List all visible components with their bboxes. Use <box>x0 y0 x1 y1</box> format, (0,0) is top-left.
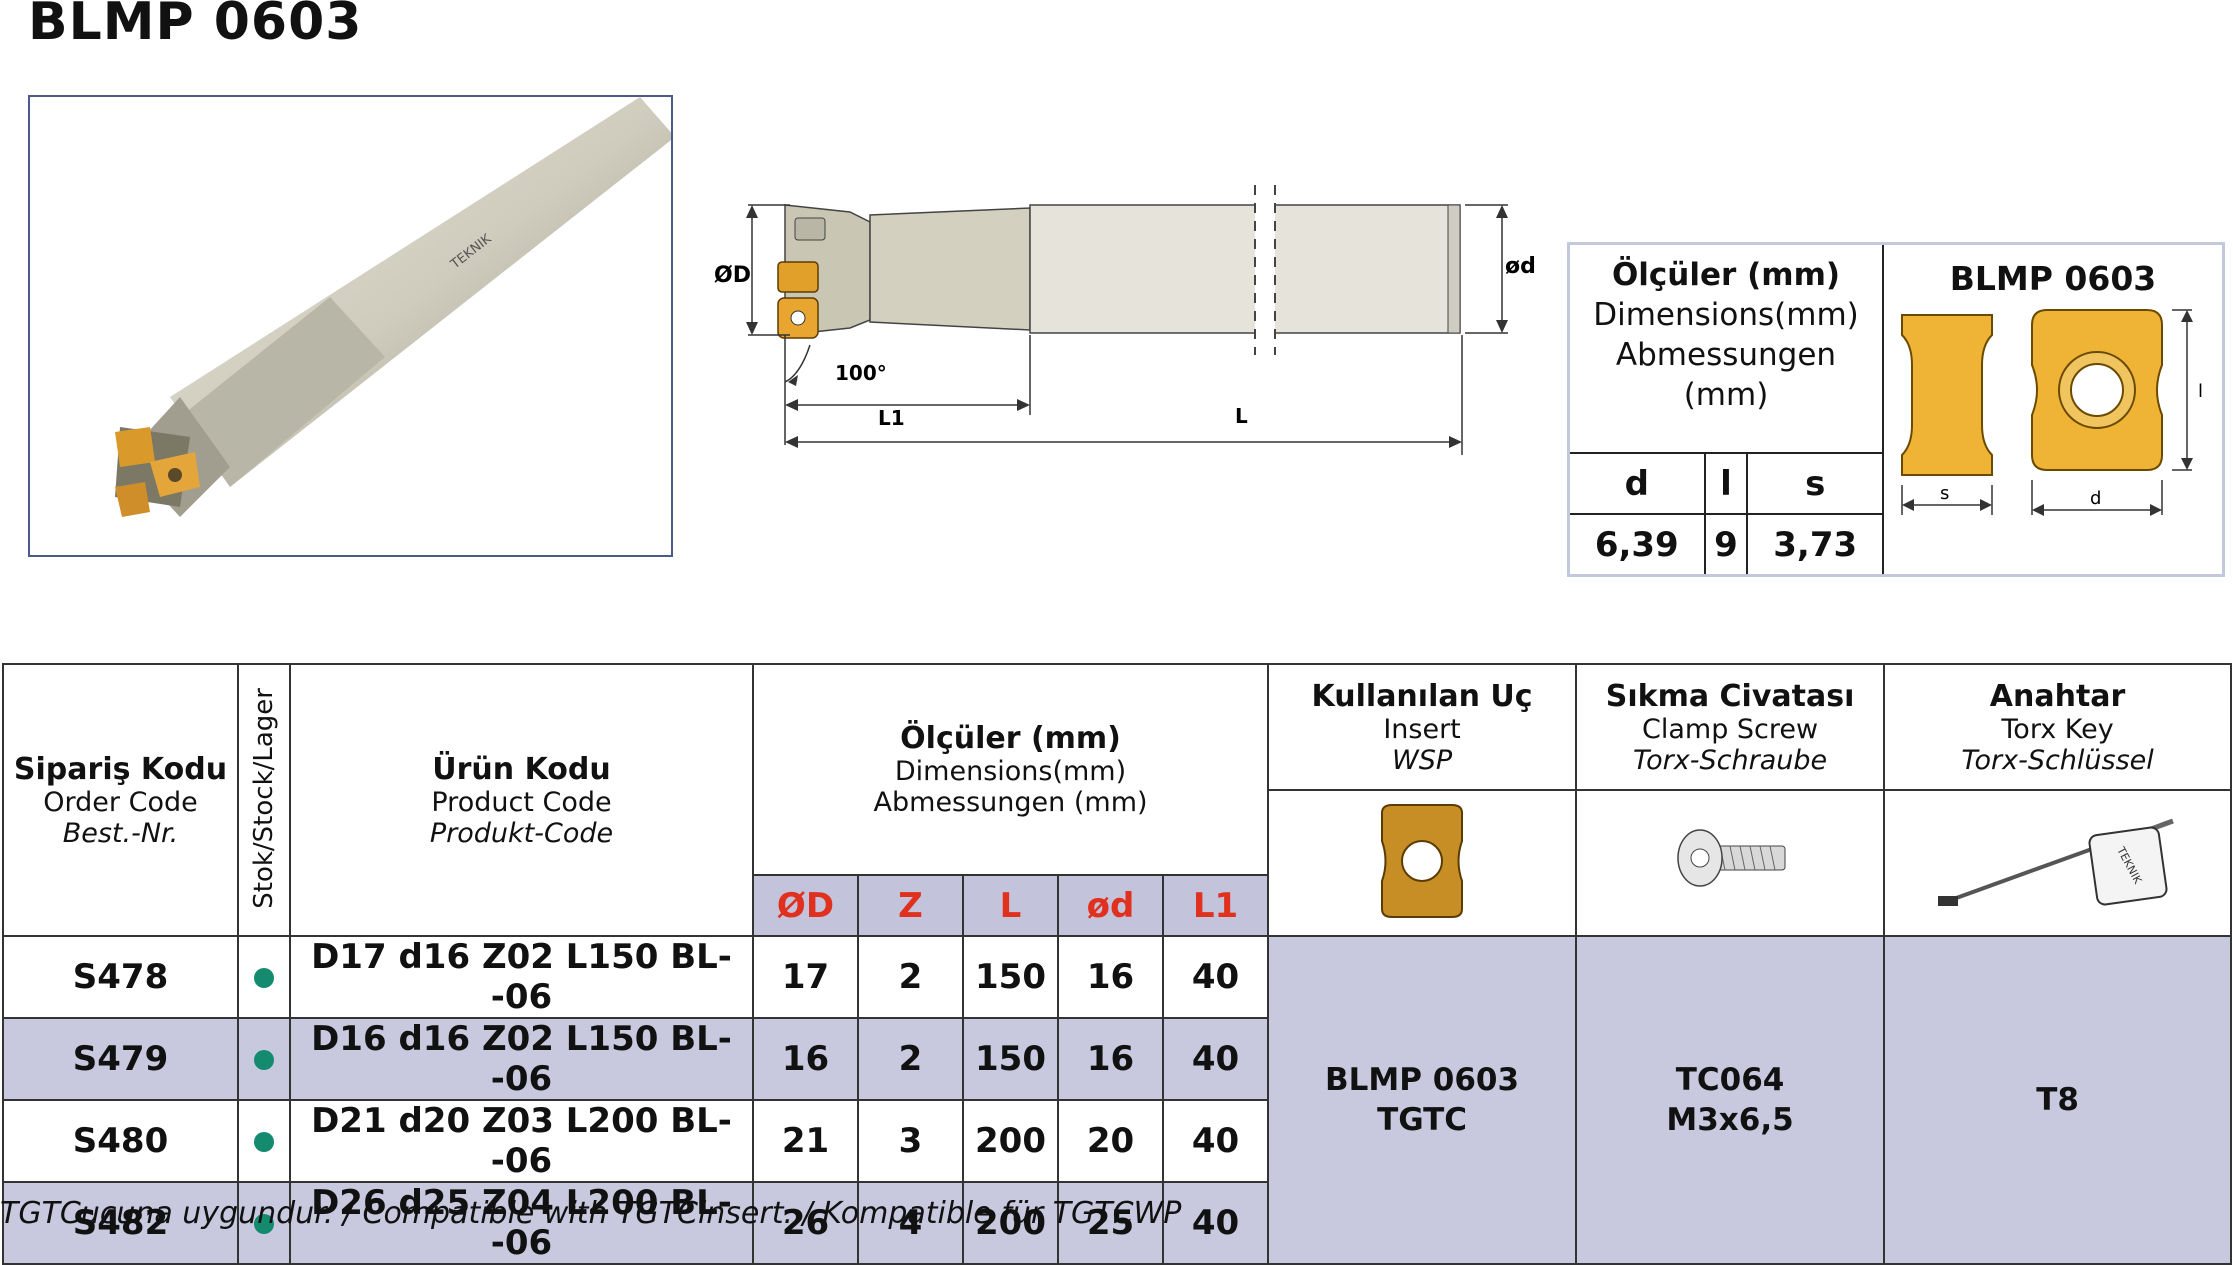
value-l1: 40 <box>1161 1099 1270 1183</box>
header-key: Anahtar Torx Key Torx-Schlüssel <box>1883 663 2233 791</box>
spec-table: d l s 6,39 9 3,73 <box>1570 451 1882 574</box>
value-diameter: 21 <box>752 1099 859 1183</box>
order-code: S480 <box>2 1099 239 1183</box>
spec-col-d: d <box>1570 451 1706 516</box>
value-diameter: 16 <box>752 1017 859 1101</box>
table-row: S480 D21 d20 Z03 L200 BL--06 21 3 200 20… <box>2 1099 2231 1183</box>
stock-dot <box>237 1099 291 1183</box>
product-photo: TEKNIK <box>28 95 673 557</box>
dim-l1-label: L1 <box>878 406 905 430</box>
spec-value-s: 3,73 <box>1746 513 1882 574</box>
col-length: L <box>962 874 1059 937</box>
stock-dot <box>237 935 291 1019</box>
insert-s-label: s <box>1940 483 1949 504</box>
dim-shank-label: ød <box>1505 254 1536 279</box>
spec-col-s: s <box>1746 451 1882 516</box>
footer-note: TGTCucuna uygundur. / Compatible with TG… <box>0 1196 1182 1231</box>
table-row: S478 D17 d16 Z02 L150 BL--06 17 2 150 16… <box>2 935 2233 1265</box>
value-z: 3 <box>857 1099 964 1183</box>
page-title: BLMP 0603 <box>28 0 363 52</box>
insert-l-label: l <box>2198 381 2203 402</box>
spec-heading-unit: (mm) <box>1683 377 1769 413</box>
value-length: 150 <box>962 935 1059 1019</box>
spec-value-l: 9 <box>1703 513 1749 574</box>
value-z: 2 <box>857 1017 964 1101</box>
key-value: T8 <box>1883 935 2233 1265</box>
key-image: TEKNIK <box>1883 789 2233 937</box>
value-diameter: 17 <box>752 935 859 1019</box>
col-diameter: ØD <box>752 874 859 937</box>
header-screw: Sıkma Civatası Clamp Screw Torx-Schraube <box>1575 663 1886 791</box>
value-length: 150 <box>962 1017 1059 1101</box>
insert-title: BLMP 0603 <box>1949 259 2157 298</box>
header-product-code: Ürün Kodu Product Code Produkt-Code <box>289 663 754 937</box>
end-mill-photo: TEKNIK <box>115 97 671 517</box>
header-stock: Stok/Stock/Lager <box>237 663 291 937</box>
col-shank: ød <box>1057 874 1164 937</box>
header-dimensions: Ölçüler (mm) Dimensions(mm) Abmessungen … <box>751 663 1270 876</box>
order-code: S479 <box>2 1017 239 1101</box>
dim-l-label: L <box>1235 404 1248 428</box>
spec-col-l: l <box>1703 451 1749 516</box>
spec-heading-de: Abmessungen <box>1615 337 1837 373</box>
value-shank: 16 <box>1057 1017 1164 1101</box>
spec-value-d: 6,39 <box>1570 513 1706 574</box>
spec-dimensions: Ölçüler (mm) Dimensions(mm) Abmessungen … <box>1570 245 1884 574</box>
insert-drawing: s l d <box>1901 309 2203 516</box>
value-length: 200 <box>962 1099 1059 1183</box>
dim-diameter-label: ØD <box>714 263 751 288</box>
insert-value: BLMP 0603 TGTC <box>1267 935 1578 1265</box>
order-code: S478 <box>2 935 239 1019</box>
header-order-code: Sipariş Kodu Order Code Best.-Nr. <box>2 663 239 937</box>
insert-d-label: d <box>2090 488 2101 509</box>
value-z: 2 <box>857 935 964 1019</box>
angle-label: 100° <box>835 361 887 385</box>
table-row: S479 D16 d16 Z02 L150 BL--06 16 2 150 16… <box>2 1017 2231 1101</box>
col-l1: L1 <box>1161 874 1270 937</box>
order-table: Sipariş Kodu Order Code Best.-Nr. Stok/S… <box>2 663 2233 1265</box>
screw-image <box>1575 789 1886 937</box>
product-code: D16 d16 Z02 L150 BL--06 <box>289 1017 754 1101</box>
spec-heading: Ölçüler (mm) <box>1611 257 1841 293</box>
value-shank: 20 <box>1057 1099 1164 1183</box>
insert-image <box>1267 789 1578 937</box>
technical-drawing: ØD ød 100° L1 L <box>700 170 1540 470</box>
value-l1: 40 <box>1161 1017 1270 1101</box>
value-shank: 16 <box>1057 935 1164 1019</box>
value-l1: 40 <box>1161 935 1270 1019</box>
col-z: Z <box>857 874 964 937</box>
product-code: D17 d16 Z02 L150 BL--06 <box>289 935 754 1019</box>
header-insert: Kullanılan Uç Insert WSP <box>1267 663 1578 791</box>
spec-heading-en: Dimensions(mm) <box>1593 297 1859 333</box>
product-code: D21 d20 Z03 L200 BL--06 <box>289 1099 754 1183</box>
insert-spec-box: Ölçüler (mm) Dimensions(mm) Abmessungen … <box>1567 242 2225 577</box>
stock-dot <box>237 1017 291 1101</box>
screw-value: TC064 M3x6,5 <box>1575 935 1886 1265</box>
